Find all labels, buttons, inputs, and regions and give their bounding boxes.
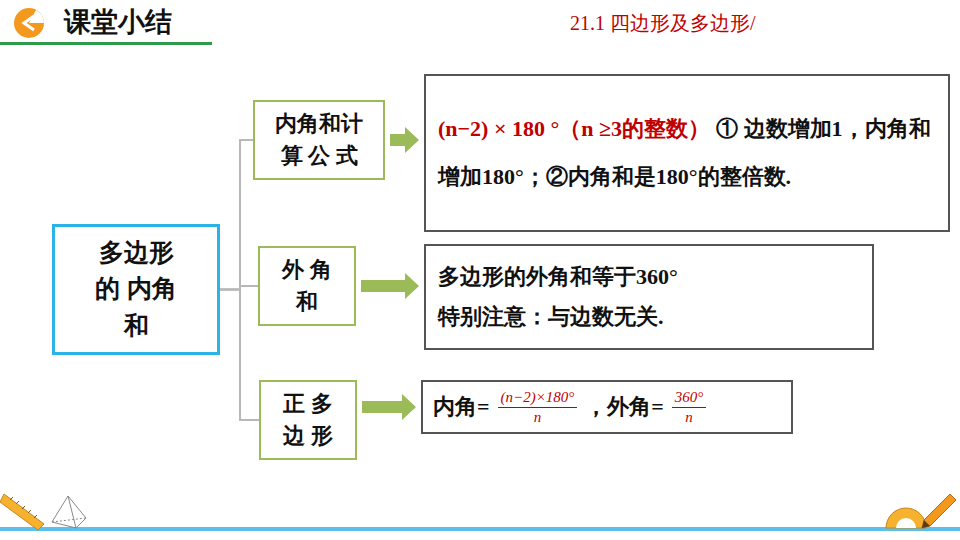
box-label: 多边形的 内角和 (89, 235, 183, 344)
slide-title: 课堂小结 (64, 4, 172, 40)
numerator: (n−2)×180° (498, 388, 578, 408)
numerator: 360° (672, 388, 707, 408)
denominator: n (531, 408, 545, 427)
fraction: (n−2)×180°n (498, 388, 578, 427)
note-text: 多边形的外角和等于360° (438, 257, 860, 297)
category-box: 正 多 边 形 (259, 380, 357, 460)
bracket-line (220, 289, 259, 420)
formula-text: (n−2) × 180 °（n ≥3的整数） (438, 116, 710, 141)
detail-box: 多边形的外角和等于360°特别注意：与边数无关. (424, 244, 874, 350)
note-text: 特别注意：与边数无关. (438, 297, 860, 337)
block-arrow (361, 273, 419, 299)
box-label: 内角和计 算 公 式 (269, 108, 369, 172)
pyramid-icon (52, 496, 86, 528)
formula-text: ，外角= (585, 392, 664, 422)
category-box: 外 角 和 (258, 246, 356, 326)
ruler-icon (0, 494, 44, 530)
denominator: n (682, 408, 696, 427)
fraction: 360°n (672, 388, 707, 427)
box-label: 外 角 和 (278, 254, 336, 318)
block-arrow (390, 127, 419, 153)
block-arrow (362, 394, 416, 420)
root-box: 多边形的 内角和 (52, 224, 220, 355)
header-icon (14, 8, 44, 38)
category-box: 内角和计 算 公 式 (253, 100, 385, 180)
section-label: 21.1 四边形及多边形/ (570, 10, 756, 37)
detail-box: (n−2) × 180 °（n ≥3的整数）① 边数增加1，内角和增加180°；… (424, 74, 950, 232)
pencil-icon (922, 494, 956, 528)
protractor-icon (886, 508, 926, 528)
footer-bar (0, 527, 960, 531)
formula-text: 内角= (433, 392, 490, 422)
formula-box: 内角=(n−2)×180°n，外角=360°n (421, 380, 793, 434)
box-label: 正 多 边 形 (279, 388, 337, 452)
bracket-line (220, 140, 253, 289)
header-underline (0, 42, 212, 45)
